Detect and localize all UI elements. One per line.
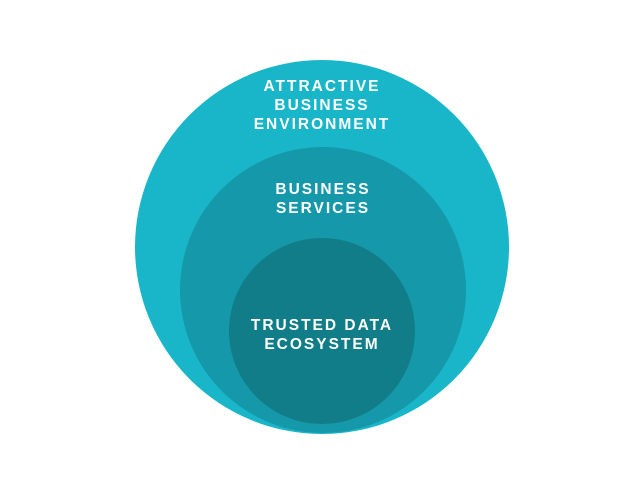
- inner-circle-label: TRUSTED DATA ECOSYSTEM: [250, 317, 394, 353]
- middle-circle-label: BUSINESS SERVICES: [275, 181, 371, 217]
- outer-circle-label: ATTRACTIVE BUSINESS ENVIRONMENT: [253, 78, 391, 133]
- inner-circle: [229, 238, 415, 424]
